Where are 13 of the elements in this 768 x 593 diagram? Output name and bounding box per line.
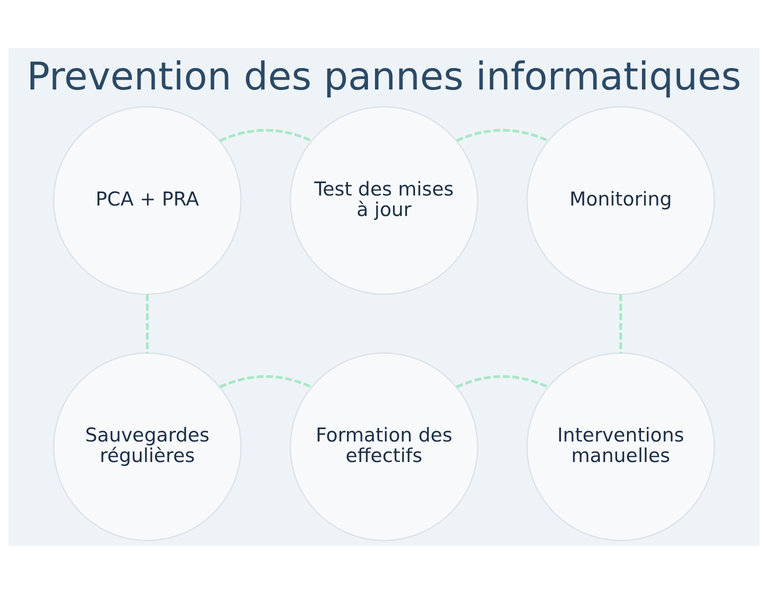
connector	[219, 128, 312, 142]
connector	[619, 294, 622, 353]
node-circle: Sauvegardes régulières	[52, 352, 242, 541]
node-circle: Monitoring	[526, 106, 716, 294]
connector	[146, 294, 149, 353]
node-circle: Test des mises à jour	[290, 106, 478, 294]
node-circle: Interventions manuelles	[526, 352, 716, 541]
node-circle: PCA + PRA	[52, 106, 242, 294]
connector	[456, 128, 549, 142]
connector	[219, 374, 312, 388]
diagram-title: Prevention des pannes informatiques	[26, 54, 742, 100]
node-circle: Formation des effectifs	[290, 352, 478, 541]
connector	[456, 374, 549, 388]
